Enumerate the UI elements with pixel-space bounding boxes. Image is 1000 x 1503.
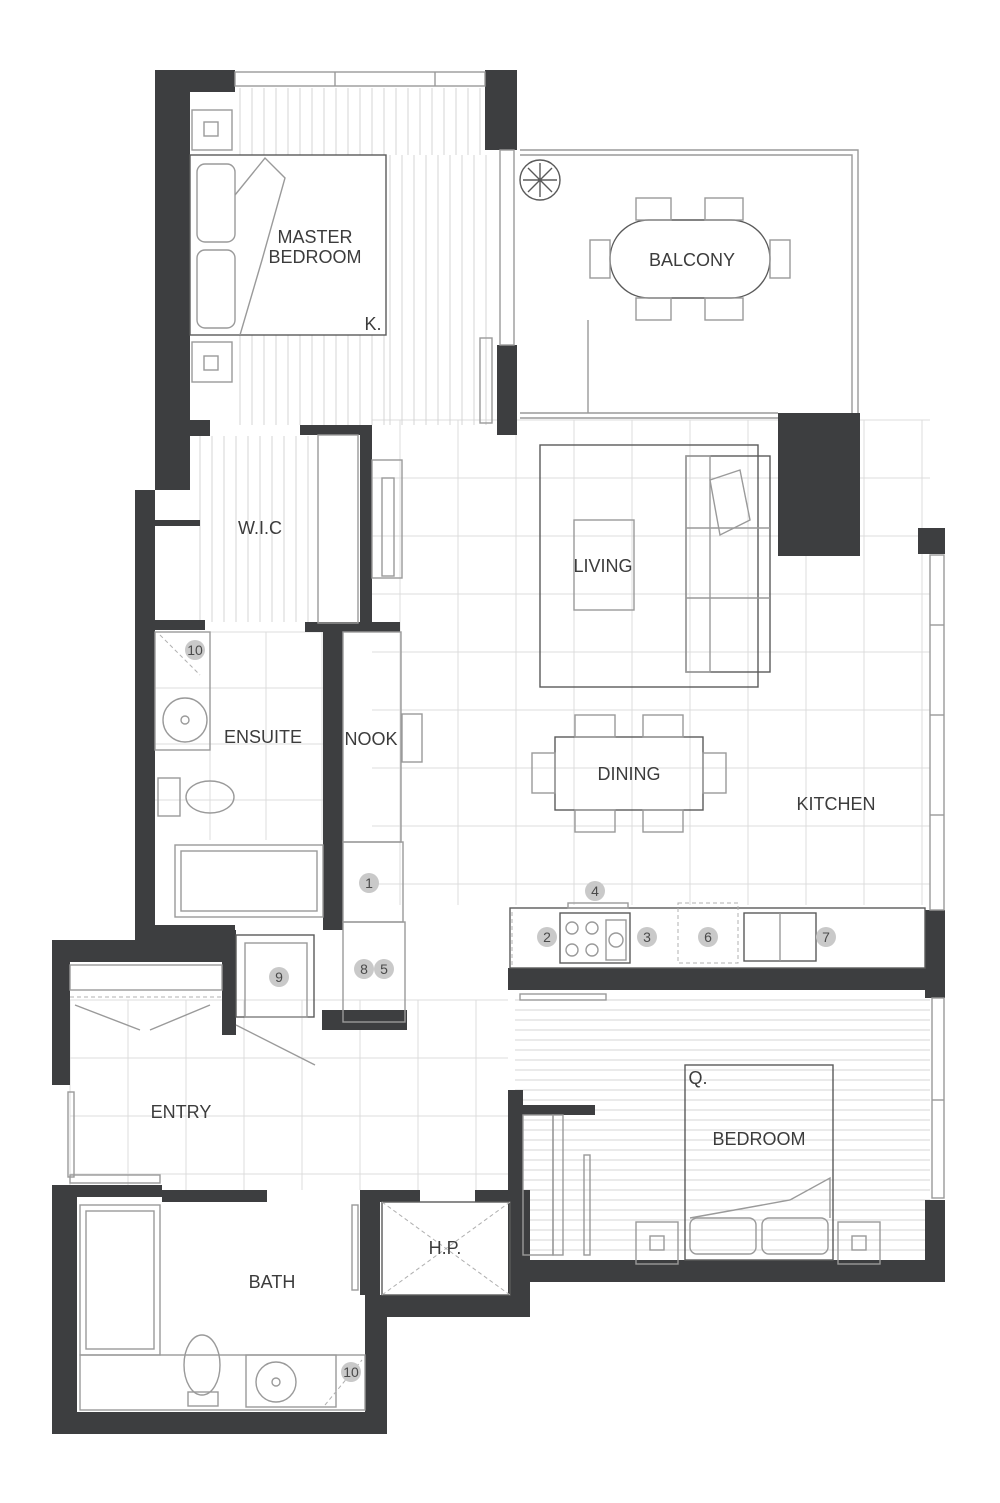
svg-text:6: 6: [704, 929, 712, 945]
label-bath: BATH: [249, 1272, 296, 1292]
label-balcony: BALCONY: [649, 250, 735, 270]
svg-text:5: 5: [380, 961, 388, 977]
kitchen-counter: [509, 902, 926, 969]
marker-kitchen-7: 7: [816, 927, 836, 947]
windows: [234, 71, 945, 1199]
marker-nook-5: 5: [374, 959, 394, 979]
laundry-closet: [235, 934, 315, 1018]
svg-text:10: 10: [343, 1364, 359, 1380]
svg-text:7: 7: [822, 929, 830, 945]
label-master-bedroom-1: MASTER: [277, 227, 352, 247]
marker-nook-1: 1: [359, 873, 379, 893]
svg-text:2: 2: [543, 929, 551, 945]
walls: [52, 70, 945, 1434]
ensuite-fixtures: [154, 631, 324, 918]
entry-doors: [67, 964, 316, 1184]
plant-icon: [519, 159, 561, 201]
dining-furniture: [531, 714, 727, 833]
label-living: LIVING: [573, 556, 632, 576]
marker-kitchen-3: 3: [637, 927, 657, 947]
marker-ensuite-10: 10: [185, 640, 205, 660]
label-kitchen: KITCHEN: [796, 794, 875, 814]
label-master-bedroom-2: BEDROOM: [268, 247, 361, 267]
living-furniture: [539, 444, 771, 688]
legend-markers: 10 1 4 2 3 6 7 8: [185, 640, 836, 1382]
hp-closet: [381, 1201, 511, 1296]
label-ensuite: ENSUITE: [224, 727, 302, 747]
balcony: [479, 149, 859, 424]
marker-closet-9: 9: [269, 967, 289, 987]
marker-nook-8: 8: [354, 959, 374, 979]
balcony-table: [589, 197, 791, 321]
label-master-bed-size: K.: [364, 314, 381, 334]
label-wic: W.I.C: [238, 518, 282, 538]
svg-text:4: 4: [591, 883, 599, 899]
floor-wood: [199, 88, 930, 1251]
svg-text:3: 3: [643, 929, 651, 945]
floor-tiles: [69, 419, 930, 1190]
label-nook: NOOK: [344, 729, 397, 749]
room-labels: MASTER BEDROOM K. BALCONY W.I.C LIVING E…: [151, 227, 876, 1292]
bath-fixtures: [79, 1204, 366, 1411]
svg-text:1: 1: [365, 875, 373, 891]
svg-text:8: 8: [360, 961, 368, 977]
bedroom-furniture: [519, 993, 881, 1265]
label-hp: H.P.: [429, 1238, 462, 1258]
label-bedroom-bed-size: Q.: [688, 1068, 707, 1088]
marker-kitchen-6: 6: [698, 927, 718, 947]
label-entry: ENTRY: [151, 1102, 212, 1122]
marker-kitchen-4: 4: [585, 881, 605, 901]
marker-bath-10: 10: [341, 1362, 361, 1382]
wic-storage: [317, 434, 423, 1023]
label-bedroom: BEDROOM: [712, 1129, 805, 1149]
svg-text:10: 10: [187, 642, 203, 658]
svg-text:9: 9: [275, 969, 283, 985]
marker-kitchen-2: 2: [537, 927, 557, 947]
label-dining: DINING: [598, 764, 661, 784]
master-bed: [189, 109, 387, 383]
